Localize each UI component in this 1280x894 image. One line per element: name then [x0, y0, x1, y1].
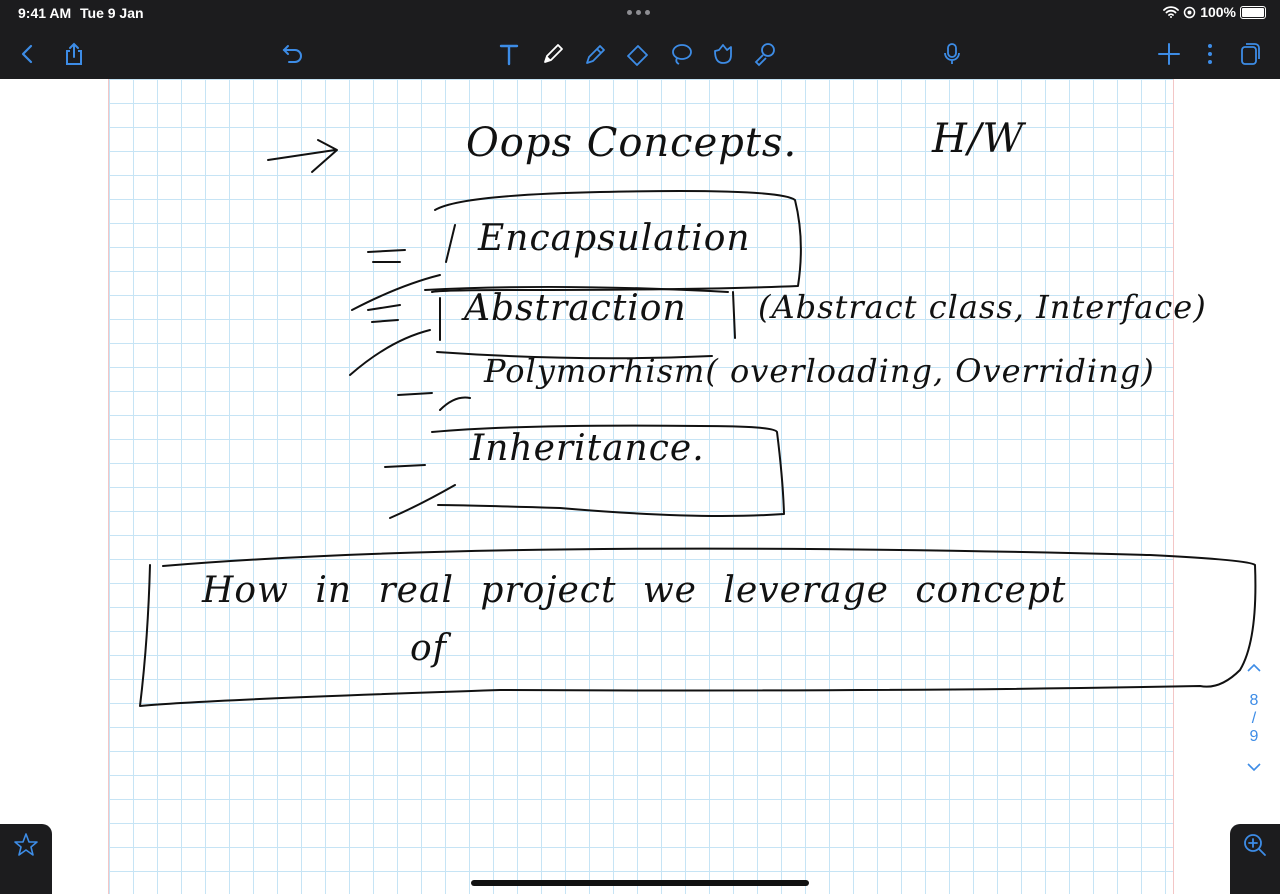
- undo-icon: [282, 45, 302, 63]
- plus-icon: [1158, 43, 1180, 65]
- pen-tool-button[interactable]: [537, 38, 569, 70]
- note-title: Oops Concepts.: [466, 120, 798, 166]
- page-separator: /: [1251, 710, 1257, 727]
- battery-percent: 100%: [1200, 4, 1236, 20]
- lasso-tool-button[interactable]: [665, 38, 697, 70]
- eraser-tool-button[interactable]: [622, 38, 654, 70]
- pages-icon: [1241, 43, 1260, 65]
- more-button[interactable]: [1194, 38, 1226, 70]
- multitask-dots[interactable]: [627, 10, 650, 15]
- chevron-up-icon: [1247, 663, 1261, 672]
- star-icon: [14, 833, 38, 856]
- lasso-icon: [672, 44, 692, 65]
- list-item-abstraction: Abstraction: [464, 288, 687, 329]
- eraser-icon: [627, 45, 648, 66]
- add-page-button[interactable]: [1153, 38, 1185, 70]
- zoom-button[interactable]: [1230, 824, 1280, 894]
- laser-icon: [754, 43, 775, 67]
- microphone-button[interactable]: [936, 38, 968, 70]
- pen-icon: [544, 44, 563, 63]
- focus-icon: [1183, 6, 1196, 18]
- abstraction-detail: (Abstract class, Interface): [758, 288, 1207, 326]
- note-tag: H/W: [932, 116, 1025, 162]
- list-item-encapsulation: Encapsulation: [478, 218, 751, 259]
- page-total: 9: [1249, 728, 1259, 745]
- list-item-inheritance: Inheritance.: [470, 428, 705, 469]
- top-toolbar: 9:41 AM Tue 9 Jan 100%: [0, 0, 1280, 79]
- shapes-tool-button[interactable]: [707, 38, 739, 70]
- page-current: 8: [1249, 692, 1259, 709]
- highlighter-icon: [586, 45, 605, 64]
- back-button[interactable]: [12, 38, 44, 70]
- chevron-down-icon: [1247, 763, 1261, 772]
- page-down-button[interactable]: [1236, 760, 1272, 778]
- undo-button[interactable]: [277, 38, 309, 70]
- question-line-1: How in real project we leverage concept: [202, 570, 1067, 611]
- shapes-icon: [714, 44, 732, 64]
- note-page[interactable]: [108, 79, 1174, 894]
- status-right: 100%: [1163, 4, 1266, 20]
- question-line-2: of: [410, 628, 447, 669]
- share-button[interactable]: [58, 38, 90, 70]
- chevron-left-icon: [21, 44, 33, 64]
- text-tool-icon: [499, 44, 519, 66]
- highlighter-tool-button[interactable]: [580, 38, 612, 70]
- favorite-button[interactable]: [0, 824, 52, 894]
- home-indicator[interactable]: [471, 880, 809, 886]
- status-date: Tue 9 Jan: [80, 5, 144, 21]
- laser-tool-button[interactable]: [749, 38, 781, 70]
- text-tool-button[interactable]: [493, 38, 525, 70]
- zoom-in-icon: [1244, 834, 1266, 856]
- battery-icon: [1240, 5, 1266, 19]
- more-vertical-icon: [1208, 44, 1212, 64]
- page-up-button[interactable]: [1236, 660, 1272, 678]
- pages-button[interactable]: [1234, 38, 1266, 70]
- list-item-polymorphism: Polymorhism( overloading, Overriding): [484, 352, 1155, 390]
- status-time: 9:41 AM: [18, 5, 72, 21]
- wifi-icon: [1163, 6, 1180, 18]
- microphone-icon: [944, 43, 960, 64]
- page-navigator: 8 / 9: [1236, 660, 1272, 778]
- share-icon: [66, 42, 82, 65]
